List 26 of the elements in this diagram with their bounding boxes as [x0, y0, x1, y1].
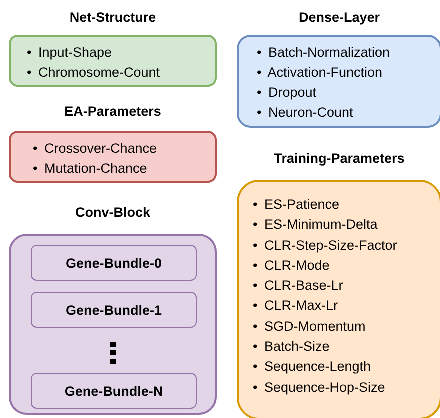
- bullet-item: • CLR-Mode: [253, 256, 331, 275]
- bullet-item: • Neuron-Count: [257, 104, 354, 122]
- bullet-item: • Batch-Normalization: [257, 44, 392, 62]
- bullet-item: • Sequence-Length: [253, 358, 372, 376]
- bullet-item: • Batch-Size: [253, 338, 331, 356]
- bullet-item: • Chromosome-Count: [27, 64, 162, 82]
- bullet-item: • CLR-Max-Lr: [253, 297, 339, 316]
- bullet-item: • Sequence-Hop-Size: [253, 378, 386, 397]
- bullet-item: • ES-Minimum-Delta: [253, 216, 379, 234]
- gene-bundle-box: Gene-Bundle-0: [31, 245, 197, 281]
- bullet-item: • ES-Patience: [253, 196, 341, 214]
- bullet-item: • SGD-Momentum: [253, 318, 367, 336]
- bullet-item: • Input-Shape: [27, 44, 114, 62]
- bullet-item: • Dropout: [257, 84, 318, 102]
- panel-heading: Conv-Block: [75, 205, 150, 220]
- bullet-item: • CLR-Step-Size-Factor: [253, 236, 398, 255]
- gene-bundle-box: Gene-Bundle-1: [31, 292, 197, 328]
- bullet-item: • CLR-Base-Lr: [253, 277, 344, 296]
- bullet-item: • Crossover-Chance: [33, 140, 158, 158]
- bullet-item: • Activation-Function: [257, 64, 384, 82]
- panel-heading: EA-Parameters: [64, 104, 162, 119]
- panel-heading: Net-Structure: [70, 10, 156, 25]
- bullet-item: • Mutation-Chance: [33, 160, 148, 178]
- gene-bundle-box: Gene-Bundle-N: [31, 373, 197, 409]
- panel-heading: Training-Parameters: [274, 151, 405, 166]
- panel-heading: Dense-Layer: [298, 10, 380, 25]
